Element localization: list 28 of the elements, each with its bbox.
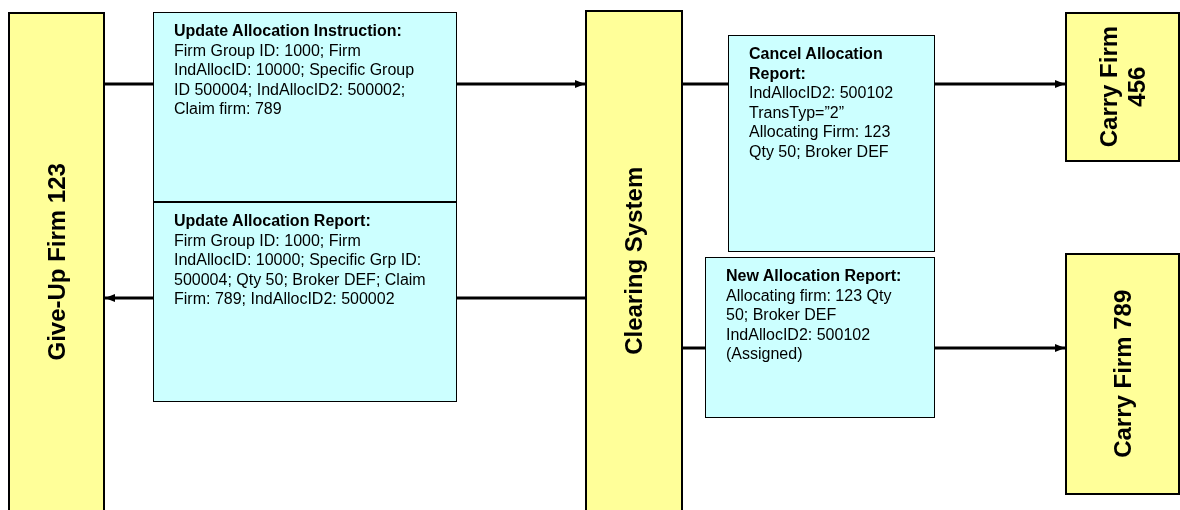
party-name: Carry Firm 789 — [1108, 288, 1137, 461]
message-fields: Firm Group ID: 1000; Firm IndAllocID: 10000; Specific Group ID 500004; IndAllocID2: 500002; Claim firm: 789 — [174, 40, 428, 119]
message-box — [705, 257, 935, 418]
message-title: Cancel Allocation Report: — [749, 44, 884, 84]
message-title: Update Allocation Instruction: — [174, 21, 403, 41]
party-bar — [585, 10, 683, 510]
message-box — [728, 35, 935, 252]
message-title: Update Allocation Report: — [174, 211, 372, 231]
connector-line — [683, 346, 705, 350]
party-bar — [8, 12, 105, 510]
party-name: Clearing System — [620, 165, 648, 358]
message-title: New Allocation Report: — [726, 266, 903, 286]
party-bar — [1065, 12, 1180, 162]
message-box — [153, 202, 457, 402]
connector-line — [105, 82, 153, 86]
party-name: Carry Firm 456 — [1094, 25, 1151, 150]
message-box — [153, 12, 457, 202]
connector-line — [457, 296, 585, 300]
party-bar — [1065, 253, 1180, 495]
party-name: Give-Up Firm 123 — [42, 162, 71, 363]
arrow — [457, 80, 585, 88]
message-fields: Allocating firm: 123 Qty 50; Broker DEF IndAllocID2: 500102 (Assigned) — [726, 285, 906, 364]
message-fields: Firm Group ID: 1000; Firm IndAllocID: 10000; Specific Grp ID: 500004; Qty 50; Broker DEF; Claim Firm: 789; IndAllocID2: 500002 — [174, 230, 428, 309]
arrow — [105, 294, 153, 302]
message-fields: IndAllocID2: 500102 TransTyp=”2” Allocating Firm: 123 Qty 50; Broker DEF — [749, 83, 906, 162]
connector-line — [683, 82, 728, 86]
arrow — [935, 344, 1065, 352]
arrow — [935, 80, 1065, 88]
